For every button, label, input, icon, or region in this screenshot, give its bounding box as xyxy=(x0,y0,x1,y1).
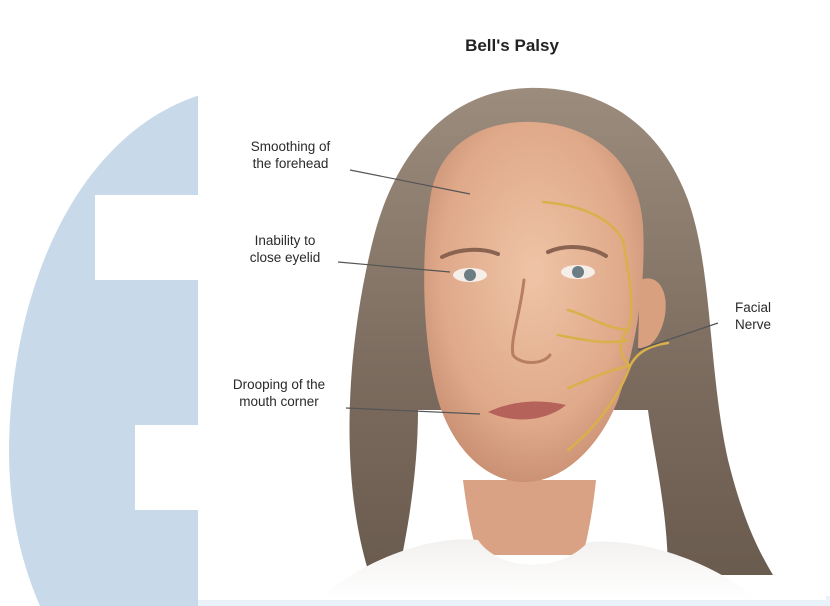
label-facial-nerve: Facial Nerve xyxy=(713,299,793,333)
label-mouth: Drooping of the mouth corner xyxy=(204,376,354,410)
background-white-notch-1 xyxy=(95,195,200,280)
figure-title: Bell's Palsy xyxy=(198,36,826,56)
right-iris xyxy=(572,266,584,278)
label-eyelid-line1: Inability to xyxy=(220,232,350,249)
label-mouth-line1: Drooping of the xyxy=(204,376,354,393)
figure-panel: Bell's Palsy Smoothing of the forehead I… xyxy=(198,10,826,600)
left-iris xyxy=(464,269,476,281)
neck xyxy=(463,480,596,555)
background-white-notch-2 xyxy=(135,425,200,510)
label-eyelid-line2: close eyelid xyxy=(220,249,350,266)
label-forehead: Smoothing of the forehead xyxy=(218,138,363,172)
label-nerve-line1: Facial xyxy=(713,299,793,316)
label-eyelid: Inability to close eyelid xyxy=(220,232,350,266)
label-forehead-line2: the forehead xyxy=(218,155,363,172)
label-mouth-line2: mouth corner xyxy=(204,393,354,410)
label-nerve-line2: Nerve xyxy=(713,316,793,333)
face xyxy=(424,122,643,482)
label-forehead-line1: Smoothing of xyxy=(218,138,363,155)
background-blue-arc xyxy=(9,95,200,606)
